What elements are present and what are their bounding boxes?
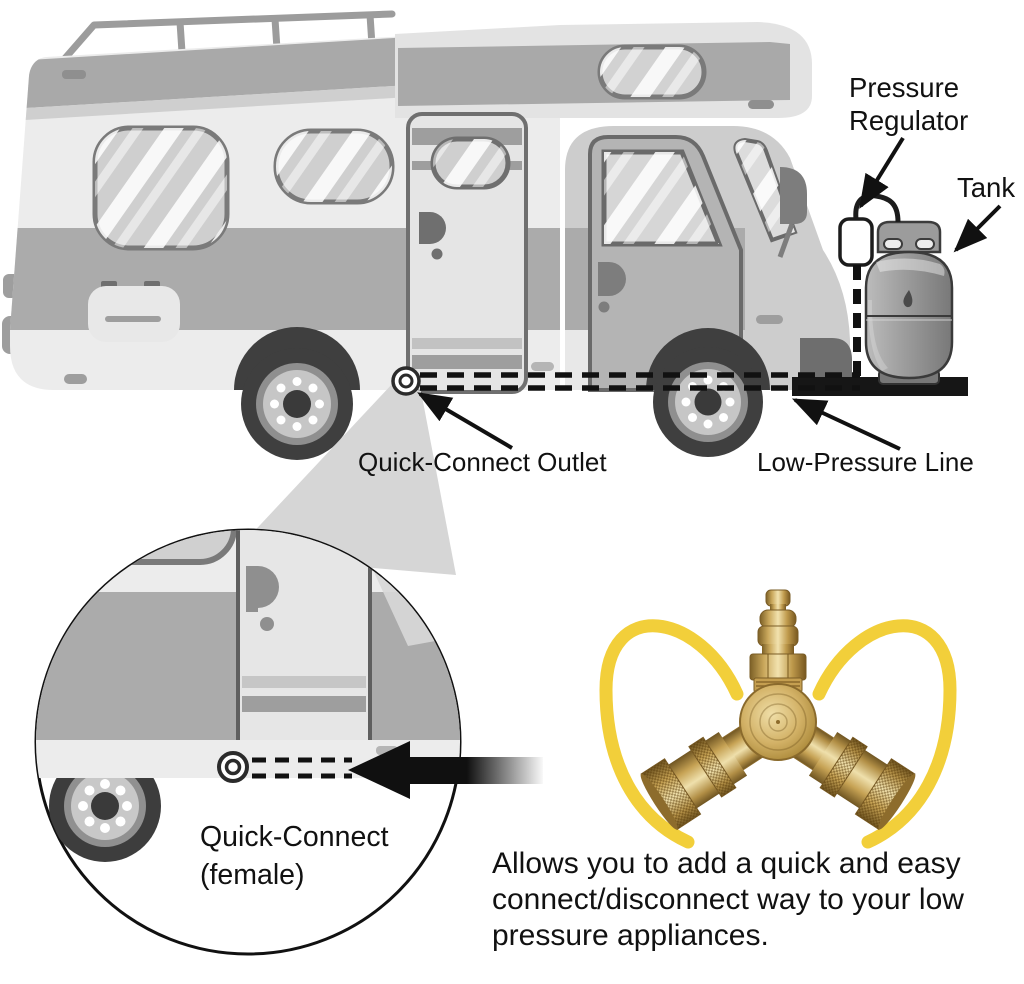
right-female-coupler bbox=[790, 723, 916, 831]
label-quick-connect-outlet: Quick-Connect Outlet bbox=[358, 447, 607, 477]
hub-disc bbox=[739, 683, 817, 761]
arrow-to-line bbox=[791, 398, 901, 451]
side-mirror-icon bbox=[777, 167, 807, 258]
callout-labels: Pressure Regulator Tank Quick-Connect Ou… bbox=[358, 72, 1015, 477]
caption-line-2: connect/disconnect way to your low bbox=[492, 883, 964, 916]
flame-icon bbox=[903, 290, 913, 308]
rv-illustration bbox=[2, 10, 852, 460]
storage-hatch bbox=[88, 281, 180, 342]
caption-text: Allows you to add a quick and easy conne… bbox=[492, 847, 964, 952]
left-female-coupler bbox=[640, 723, 766, 831]
roof-marker bbox=[62, 70, 86, 79]
magnified-dashed-line bbox=[252, 757, 352, 779]
label-pressure-regulator: Pressure bbox=[849, 72, 959, 103]
product-photo bbox=[599, 589, 957, 849]
label-magnifier-quick-connect: Quick-Connect bbox=[200, 821, 389, 853]
caption-line-3: pressure appliances. bbox=[492, 919, 769, 952]
rear-window bbox=[92, 125, 230, 251]
cab-section bbox=[565, 126, 850, 392]
arrow-to-outlet bbox=[417, 392, 514, 450]
magnifier-circle: Quick-Connect (female) bbox=[34, 528, 543, 956]
low-pressure-line-dashes bbox=[420, 372, 860, 391]
label-low-pressure-line: Low-Pressure Line bbox=[757, 447, 974, 477]
mid-window bbox=[273, 128, 395, 205]
quick-connect-outlet-fitting bbox=[391, 366, 421, 396]
pressure-regulator bbox=[838, 217, 874, 267]
magnified-fitting bbox=[217, 751, 249, 783]
right-hose-loop bbox=[812, 619, 957, 849]
hex-nut bbox=[749, 653, 807, 681]
arrow-to-regulator bbox=[859, 136, 905, 209]
label-magnifier-female: (female) bbox=[200, 859, 305, 891]
left-hose-loop bbox=[599, 619, 744, 849]
male-plug bbox=[749, 589, 807, 693]
arrow-to-tank bbox=[953, 204, 1002, 253]
magnifier-beam bbox=[231, 383, 456, 575]
cab-door-handle bbox=[598, 262, 626, 313]
tank-assembly bbox=[792, 193, 968, 396]
magnified-window-corner bbox=[95, 530, 237, 565]
front-wheel bbox=[646, 328, 770, 457]
label-tank: Tank bbox=[957, 172, 1015, 203]
over-cab-window-glare bbox=[600, 47, 704, 97]
magnified-door-handle bbox=[246, 566, 279, 631]
pointer-arrow-icon bbox=[348, 741, 543, 799]
door-handle bbox=[419, 212, 446, 260]
label-pressure-regulator-2: Regulator bbox=[849, 105, 968, 136]
rear-wheel bbox=[234, 327, 360, 460]
rv-door bbox=[406, 112, 528, 394]
caption-line-1: Allows you to add a quick and easy bbox=[492, 847, 961, 880]
over-cab-section bbox=[395, 22, 812, 118]
